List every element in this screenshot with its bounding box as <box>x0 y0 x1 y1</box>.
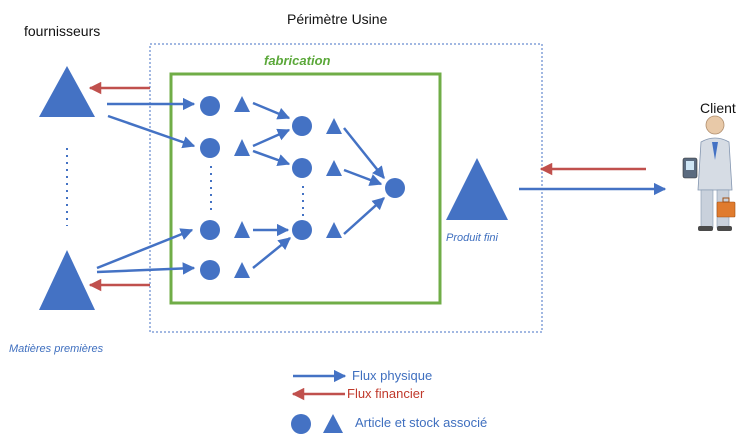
client-person-icon <box>682 115 736 231</box>
legend-financial-label: Flux financier <box>347 386 425 401</box>
physical-flow-arrow <box>343 168 383 186</box>
item-circle <box>292 220 312 240</box>
raw-materials-label: Matières premières <box>9 343 104 355</box>
item-circle <box>200 138 220 158</box>
item-circle <box>292 116 312 136</box>
finished-product-label: Produit fini <box>446 232 498 244</box>
stock-triangle <box>326 118 342 134</box>
supplier-triangle-bottom <box>39 250 95 310</box>
item-circle <box>292 158 312 178</box>
fabrication-title: fabrication <box>264 53 331 68</box>
finished-product-triangle <box>446 158 508 220</box>
stock-triangle <box>326 160 342 176</box>
physical-flow-arrow <box>252 128 291 148</box>
physical-flow-arrow <box>343 197 385 235</box>
fabrication-box <box>169 72 442 305</box>
perimeter-title: Périmètre Usine <box>287 11 388 27</box>
item-circle-final <box>385 178 405 198</box>
physical-flow-arrow <box>107 114 196 149</box>
stock-triangle <box>234 262 250 278</box>
physical-flow-arrow <box>96 228 194 270</box>
legend-stock-triangle <box>323 414 343 433</box>
item-circle <box>200 260 220 280</box>
item-circle <box>200 96 220 116</box>
physical-flow-arrow <box>252 101 291 120</box>
legend-physical-label: Flux physique <box>352 368 433 383</box>
suppliers-title: fournisseurs <box>24 23 101 39</box>
stock-triangle <box>326 222 342 238</box>
client-title: Client <box>700 100 736 116</box>
supplier-triangle-top <box>39 66 95 117</box>
physical-flow-arrow <box>343 127 385 179</box>
stock-triangle <box>234 221 250 238</box>
physical-flow-arrow <box>252 149 291 167</box>
physical-flow-arrow <box>252 237 291 269</box>
stock-triangle <box>234 139 250 156</box>
legend-item-circle <box>291 414 311 434</box>
item-circle <box>200 220 220 240</box>
legend-item-stock-label: Article et stock associé <box>355 415 488 430</box>
physical-flow-arrow <box>96 262 196 275</box>
stock-triangle <box>234 96 250 112</box>
